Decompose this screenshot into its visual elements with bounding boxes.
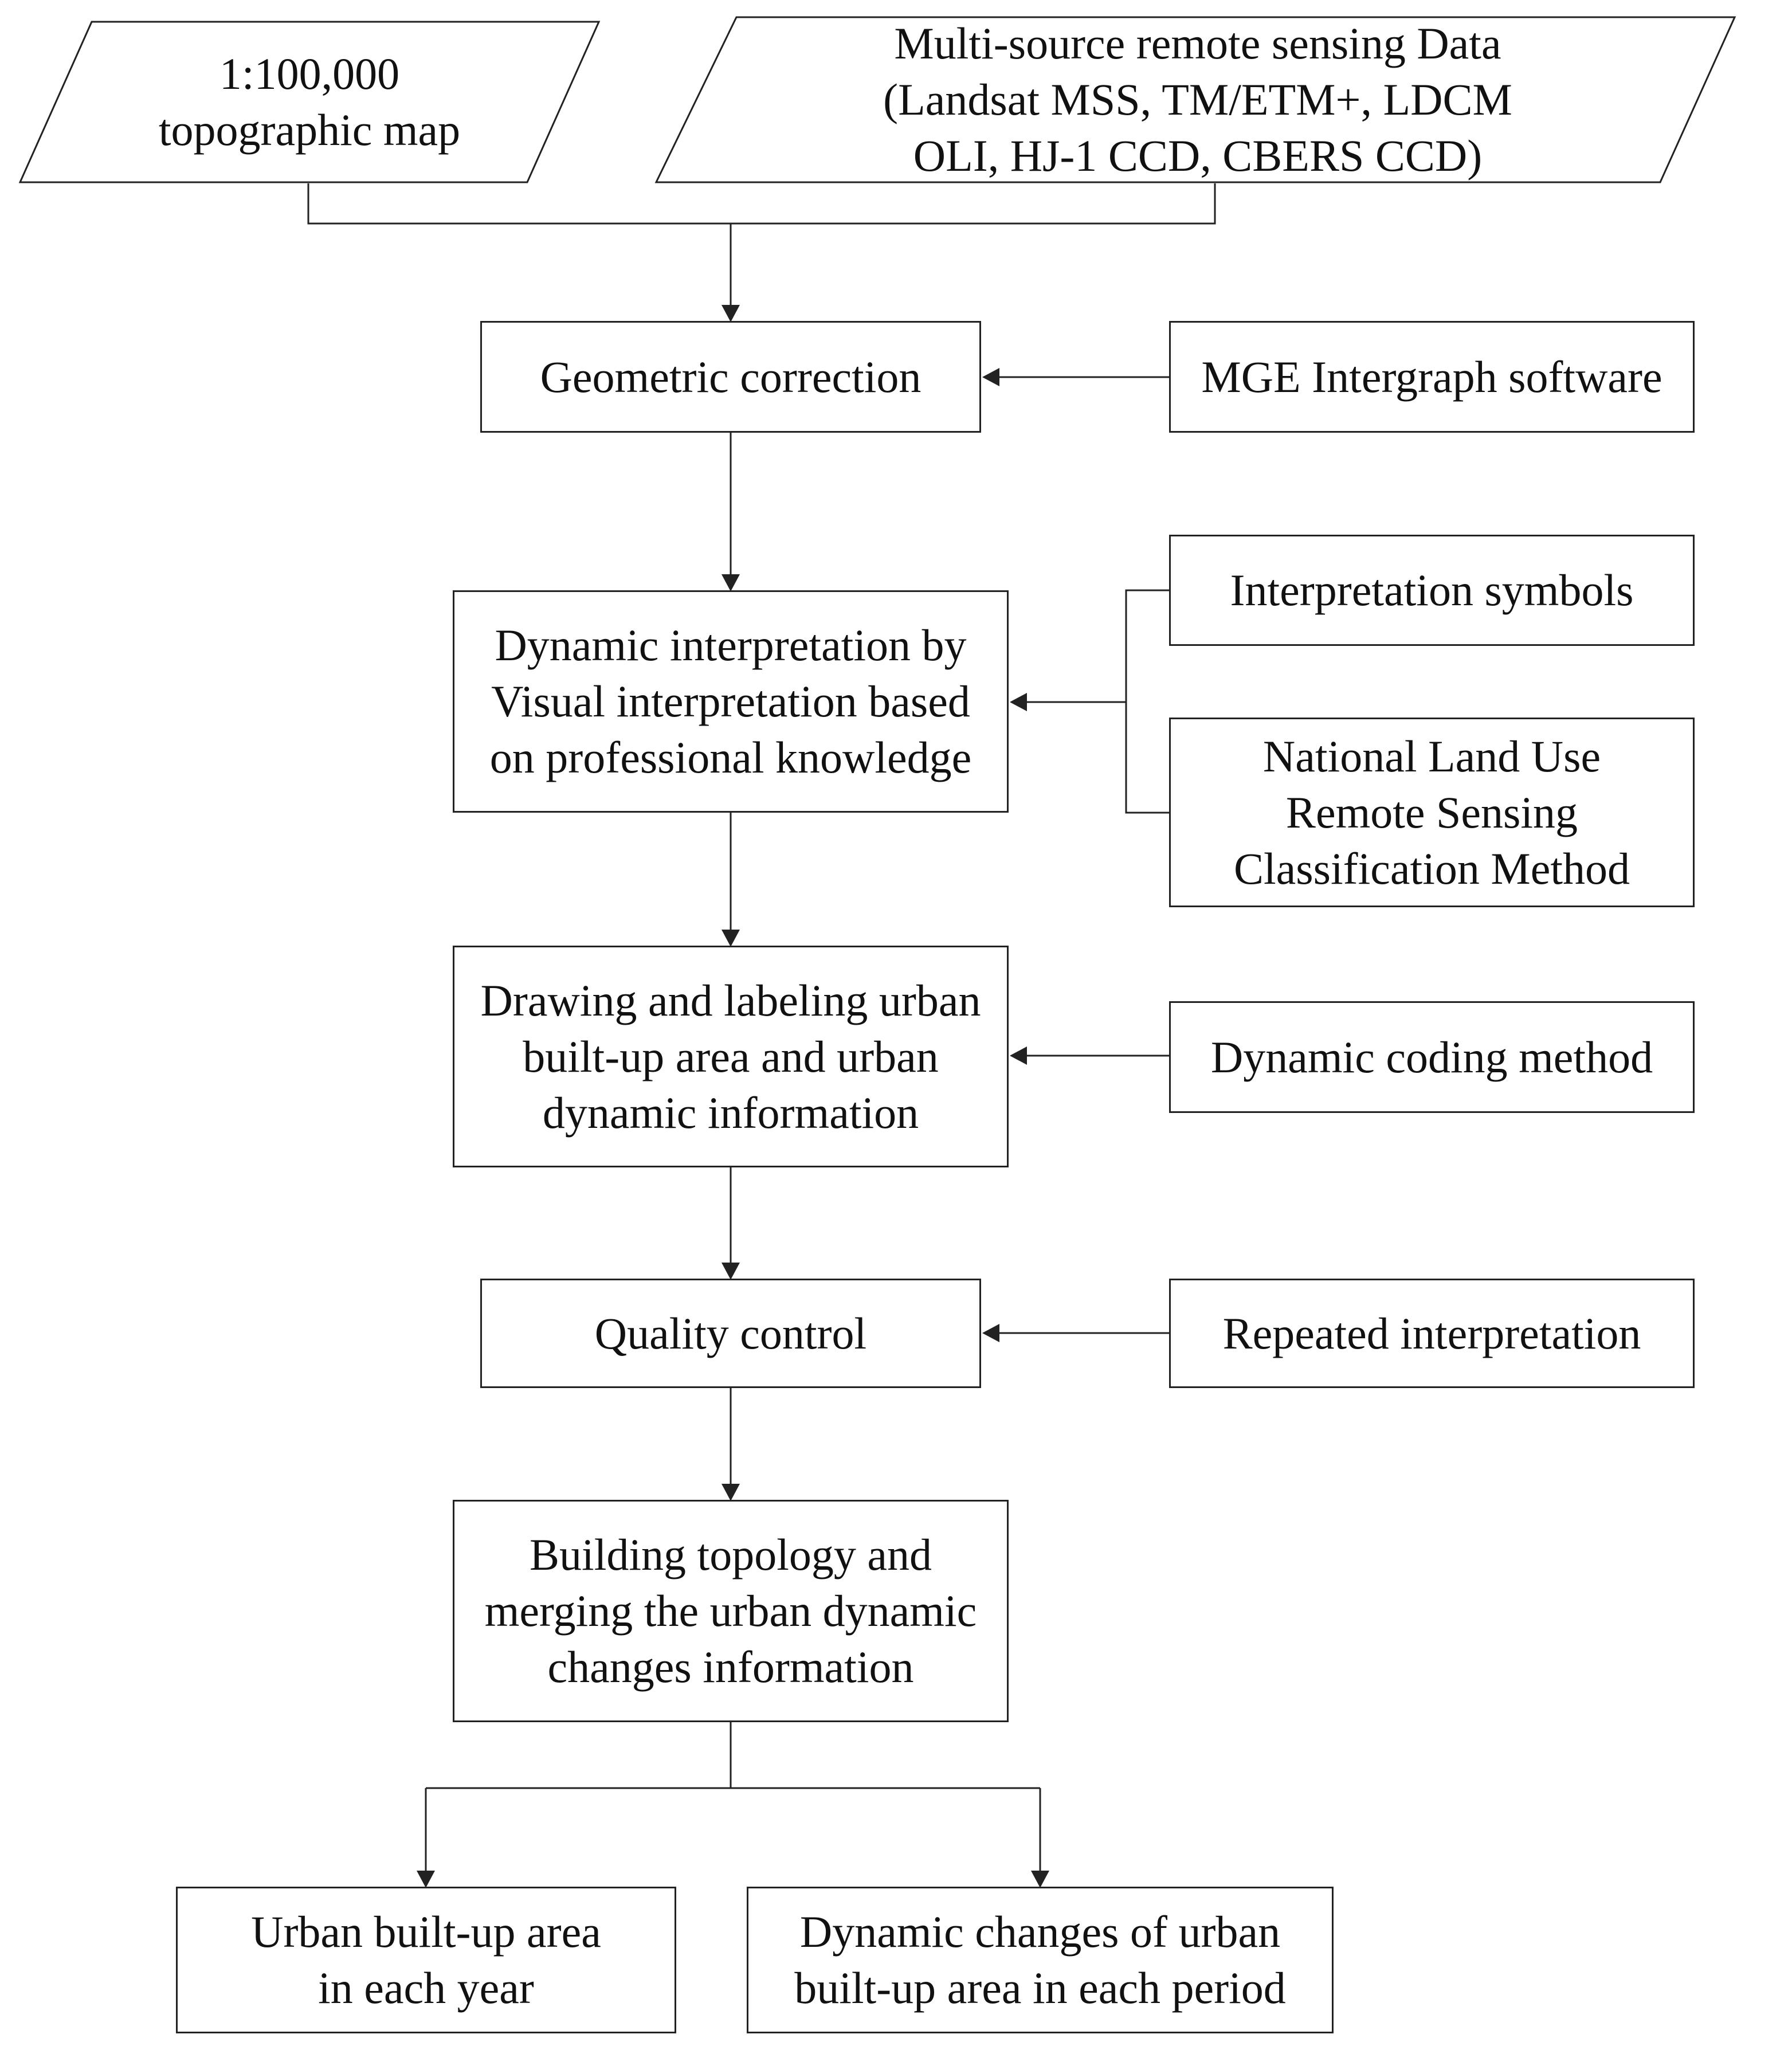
arrowhead-bracket [1010, 693, 1027, 711]
step-drawing-labeling-label: Drawing and labeling urban built-up area… [480, 975, 981, 1138]
step-dynamic-interpretation: Dynamic interpretation by Visual interpr… [453, 590, 1009, 813]
step-quality-control: Quality control [480, 1279, 981, 1388]
support-repeated-interpretation: Repeated interpretation [1169, 1279, 1695, 1388]
arrowhead-output-year [417, 1871, 435, 1888]
input-topo-map-label: 1:100,000 topographic map [158, 49, 461, 155]
step-geometric-correction: Geometric correction [480, 321, 981, 433]
remote-sensing-shape [654, 16, 1736, 183]
support-mge-software: MGE Intergraph software [1169, 321, 1695, 433]
arrowhead-mge [982, 368, 999, 386]
topo-map-shape [18, 21, 601, 183]
support-interpretation-symbols-label: Interpretation symbols [1230, 565, 1634, 615]
arrowhead-quality [721, 1263, 740, 1280]
support-dynamic-coding: Dynamic coding method [1169, 1001, 1695, 1113]
step-drawing-labeling: Drawing and labeling urban built-up area… [453, 946, 1009, 1167]
arrowhead-repeated [982, 1324, 999, 1342]
support-repeated-interpretation-label: Repeated interpretation [1222, 1308, 1641, 1358]
step-geometric-correction-label: Geometric correction [540, 351, 922, 402]
support-dynamic-coding-label: Dynamic coding method [1210, 1032, 1653, 1082]
output-split-line [426, 1722, 1040, 1789]
output-dynamic-changes-period: Dynamic changes of urban built-up area i… [747, 1887, 1334, 2033]
output-dynamic-changes-period-label: Dynamic changes of urban built-up area i… [794, 1907, 1286, 2013]
support-interpretation-symbols: Interpretation symbols [1169, 535, 1695, 646]
input-remote-sensing-label: Multi-source remote sensing Data (Landsa… [883, 18, 1512, 181]
output-urban-area-year-label: Urban built-up area in each year [251, 1907, 601, 2013]
arrowhead-output-period [1031, 1871, 1049, 1888]
input-topo-map: 1:100,000 topographic map [92, 23, 527, 181]
step-quality-control-label: Quality control [594, 1308, 867, 1358]
input-remote-sensing: Multi-source remote sensing Data (Landsa… [734, 18, 1662, 181]
output-urban-area-year: Urban built-up area in each year [176, 1887, 676, 2033]
support-mge-software-label: MGE Intergraph software [1201, 351, 1662, 402]
support-national-land-use: National Land Use Remote Sensing Classif… [1169, 718, 1695, 907]
step-building-topology: Building topology and merging the urban … [453, 1500, 1009, 1722]
step-building-topology-label: Building topology and merging the urban … [484, 1530, 977, 1692]
arrowhead-drawing [721, 930, 740, 947]
support-national-land-use-label: National Land Use Remote Sensing Classif… [1233, 731, 1630, 893]
support-bracket-line [1125, 589, 1169, 814]
arrowhead-geometric [721, 305, 740, 322]
input-merge-line [307, 183, 1216, 225]
arrowhead-dynamic-coding [1010, 1046, 1027, 1065]
step-dynamic-interpretation-label: Dynamic interpretation by Visual interpr… [489, 620, 972, 782]
arrowhead-topology [721, 1484, 740, 1501]
arrowhead-dynamic [721, 574, 740, 591]
